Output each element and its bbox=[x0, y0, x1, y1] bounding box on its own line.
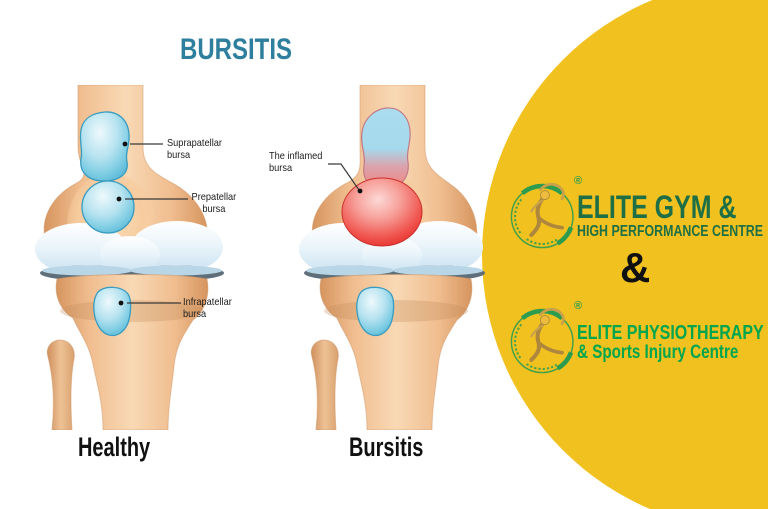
registered-icon: ® bbox=[574, 300, 583, 312]
label-line: The inflamed bbox=[269, 150, 323, 162]
bursitis-knee-illustration bbox=[299, 85, 485, 430]
physio-name: ELITE PHYSIOTHERAPY bbox=[577, 322, 764, 344]
infrapatellar-bursa-shape bbox=[356, 286, 395, 337]
inflamed-bursa-shape bbox=[341, 177, 423, 247]
tibia-shade bbox=[324, 300, 468, 322]
tibia-bone bbox=[319, 274, 473, 430]
athlete-figure-icon bbox=[529, 182, 565, 237]
registered-icon: ® bbox=[574, 175, 583, 187]
caption-healthy: Healthy bbox=[78, 432, 151, 462]
elite-physio-logo-icon bbox=[510, 307, 574, 374]
label-prepatellar-bursa: Prepatellar bursa bbox=[191, 191, 237, 215]
gym-tagline: HIGH PERFORMANCE CENTRE bbox=[577, 223, 764, 240]
gym-name: ELITE GYM & bbox=[577, 189, 737, 225]
label-line: bursa bbox=[167, 148, 191, 161]
athlete-figure-icon bbox=[529, 307, 565, 362]
label-suprapatellar-bursa: Suprapatellar bursa bbox=[167, 137, 222, 161]
physio-tagline: & Sports Injury Centre bbox=[577, 342, 739, 363]
infrapatellar-bursa-shape bbox=[93, 286, 132, 337]
suprapatellar-bursa-inflamed-shape bbox=[360, 107, 411, 190]
suprapatellar-bursa-shape bbox=[79, 111, 130, 182]
label-line: Infrapatellar bbox=[183, 296, 232, 308]
elite-gym-logo-icon bbox=[510, 182, 574, 249]
label-line: bursa bbox=[183, 307, 207, 320]
label-infrapatellar-bursa: Infrapatellar bursa bbox=[183, 296, 232, 320]
label-line: Prepatellar bbox=[191, 191, 237, 203]
label-line: Suprapatellar bbox=[167, 137, 222, 149]
brand-ampersand: & bbox=[620, 244, 651, 291]
healthy-knee-illustration bbox=[35, 85, 224, 430]
page-title: BURSITIS bbox=[180, 33, 293, 66]
fibula-bone bbox=[46, 339, 75, 430]
label-inflamed-bursa: The inflamed bursa bbox=[269, 150, 323, 174]
prepatellar-bursa-shape bbox=[81, 180, 135, 234]
label-line: bursa bbox=[202, 202, 226, 215]
cartilage bbox=[35, 221, 223, 275]
caption-bursitis: Bursitis bbox=[349, 432, 424, 462]
elite-physio-wordmark: ELITE PHYSIOTHERAPY & Sports Injury Cent… bbox=[577, 323, 768, 362]
label-line: bursa bbox=[269, 161, 293, 174]
fibula-bone bbox=[310, 339, 339, 430]
elite-gym-wordmark: ELITE GYM & HIGH PERFORMANCE CENTRE bbox=[577, 189, 768, 240]
